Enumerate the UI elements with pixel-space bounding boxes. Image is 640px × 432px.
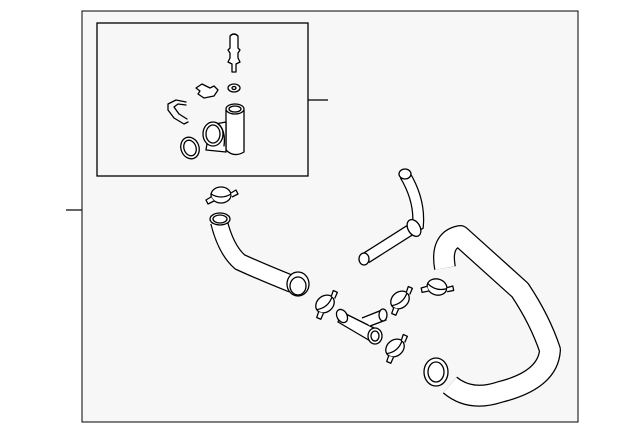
sensor-part — [227, 33, 241, 73]
upper-hose-part — [209, 212, 310, 297]
tee-connector-part — [335, 308, 388, 345]
inset-box — [96, 22, 309, 177]
lower-hose-part — [423, 225, 561, 407]
thermostat-housing-part — [202, 103, 245, 156]
c-clip-part — [167, 99, 189, 125]
pipe-part — [358, 168, 425, 266]
washer-part — [227, 83, 241, 93]
retaining-clip-part — [195, 83, 219, 99]
o-ring-part — [180, 136, 200, 160]
